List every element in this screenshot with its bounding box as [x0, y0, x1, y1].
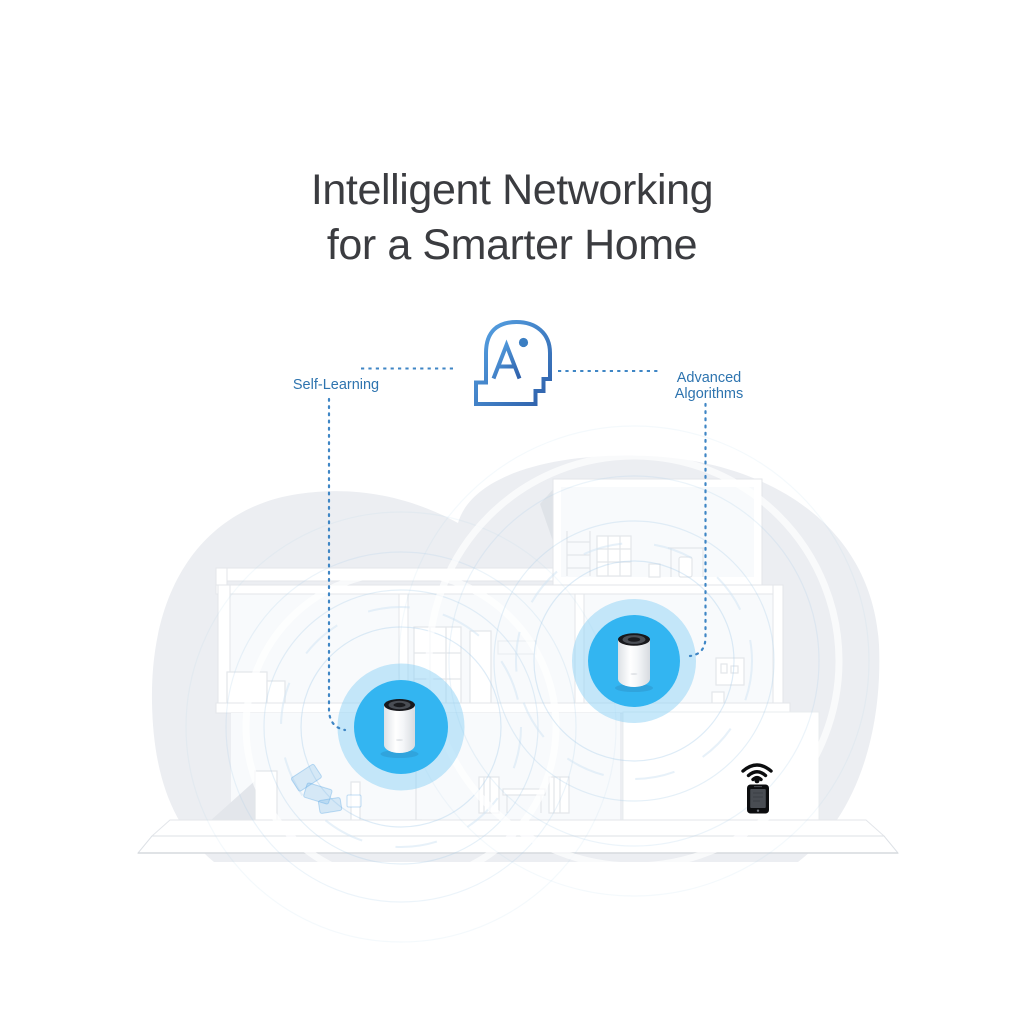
- callout-self-learning-label: Self-Learning: [292, 377, 380, 393]
- mesh-device-left: [337, 663, 465, 791]
- callout-advanced-line-2: Algorithms: [674, 386, 744, 402]
- callout-advanced-algorithms: Advanced Algorithms: [649, 370, 769, 402]
- signal-rings-left: [185, 511, 617, 943]
- ai-head-outline: [474, 319, 552, 406]
- attic-room: [540, 478, 763, 586]
- callout-advanced-line-1: Advanced: [676, 370, 742, 386]
- wifi-dot: [754, 778, 760, 784]
- ai-head-icon: [474, 319, 552, 406]
- ai-letter-a: [491, 339, 522, 380]
- callout-self-learning: Self-Learning: [256, 377, 416, 393]
- title-line-1: Intelligent Networking: [310, 166, 714, 214]
- lounge-chair: [291, 763, 362, 814]
- smartphone-with-wifi: [741, 763, 773, 814]
- mesh-device-right: [572, 599, 696, 723]
- wifi-signal-icon: [741, 763, 773, 782]
- ai-circuit-node: [518, 337, 529, 348]
- callout-connectors: [327, 367, 707, 732]
- smartphone-icon: [747, 784, 769, 814]
- signal-rings-right: [398, 425, 870, 897]
- page-title: Intelligent Networking for a Smarter Hom…: [0, 163, 1024, 273]
- title-line-2: for a Smarter Home: [326, 221, 698, 269]
- side-room: [622, 711, 820, 823]
